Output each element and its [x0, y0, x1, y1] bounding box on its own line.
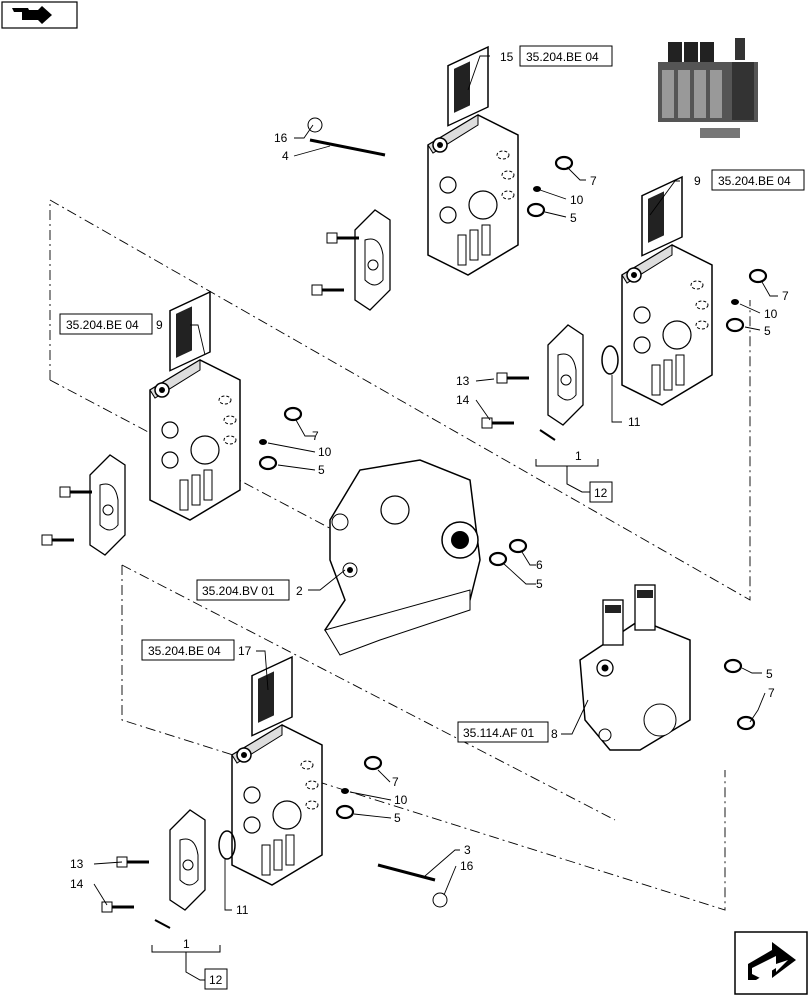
bracket-group-1-bottom: [151, 945, 221, 981]
callout: 7: [312, 429, 319, 443]
callout: 5: [394, 811, 401, 825]
callout: 7: [782, 289, 789, 303]
callout: 4: [282, 149, 289, 163]
next-page-arrow-icon[interactable]: [734, 931, 808, 995]
callout: 10: [570, 193, 584, 207]
callout: 9: [156, 318, 163, 332]
reference-box-inlet[interactable]: 35.204.BV 01: [196, 579, 290, 601]
callout: 5: [570, 211, 577, 225]
reference-box-top[interactable]: 35.204.BE 04: [519, 45, 613, 67]
ref-label: 35.204.BE 04: [526, 50, 599, 64]
callout: 5: [764, 324, 771, 338]
callout: 16: [460, 859, 474, 873]
valve-overview-thumbnail: [655, 38, 765, 145]
callout: 14: [456, 393, 470, 407]
callout: 5: [766, 667, 773, 681]
callout: 11: [236, 903, 249, 917]
callout: 15: [500, 50, 514, 64]
callout: 14: [70, 877, 84, 891]
o-rings: [258, 155, 768, 820]
inlet-body: [324, 459, 481, 656]
callout: 1: [575, 449, 582, 463]
callout: 7: [590, 174, 597, 188]
ref-label: 35.204.BV 01: [202, 584, 275, 598]
ref-label: 35.114.AF 01: [463, 726, 534, 740]
callout: 7: [768, 686, 775, 700]
valve-section-top: [307, 46, 519, 311]
reference-box-left[interactable]: 35.204.BE 04: [59, 313, 153, 335]
callout: 10: [764, 307, 778, 321]
callout: 2: [296, 584, 303, 598]
callout: 1: [183, 937, 190, 951]
callout: 13: [456, 374, 470, 388]
callout: 13: [70, 857, 84, 871]
reference-box-bottom[interactable]: 35.204.BE 04: [141, 639, 235, 661]
callout: 11: [628, 415, 641, 429]
ref-label: 12: [209, 973, 223, 987]
leader-lines: [93, 55, 778, 911]
callout: 16: [274, 131, 288, 145]
reference-box-cover[interactable]: 35.114.AF 01: [457, 721, 549, 743]
callout: 3: [464, 843, 471, 857]
valve-section-right: [480, 176, 713, 441]
callout: 5: [318, 463, 325, 477]
callout: 8: [551, 727, 558, 741]
callout: 7: [392, 775, 399, 789]
ref-label: 12: [594, 486, 608, 500]
callout: 9: [694, 174, 701, 188]
callout: 5: [536, 577, 543, 591]
callout: 10: [394, 793, 408, 807]
ref-label: 35.204.BE 04: [66, 318, 139, 332]
book-arrow-icon[interactable]: [1, 1, 78, 29]
callout: 6: [536, 558, 543, 572]
end-cover: [579, 584, 691, 751]
callout: 17: [238, 644, 252, 658]
callout: 10: [318, 445, 332, 459]
reference-box-right[interactable]: 35.204.BE 04: [711, 169, 805, 191]
reference-box-12-bottom[interactable]: 12: [204, 968, 228, 990]
valve-section-bottom: [100, 656, 448, 929]
ref-label: 35.204.BE 04: [148, 644, 221, 658]
reference-box-12-mid[interactable]: 12: [589, 481, 613, 503]
ref-label: 35.204.BE 04: [718, 174, 791, 188]
bracket-group-1-mid: [535, 459, 599, 493]
callout-numbers: 15 16 4 7 10 5 9 7 10 5 13 14 11 1 9 7 1…: [70, 50, 789, 951]
